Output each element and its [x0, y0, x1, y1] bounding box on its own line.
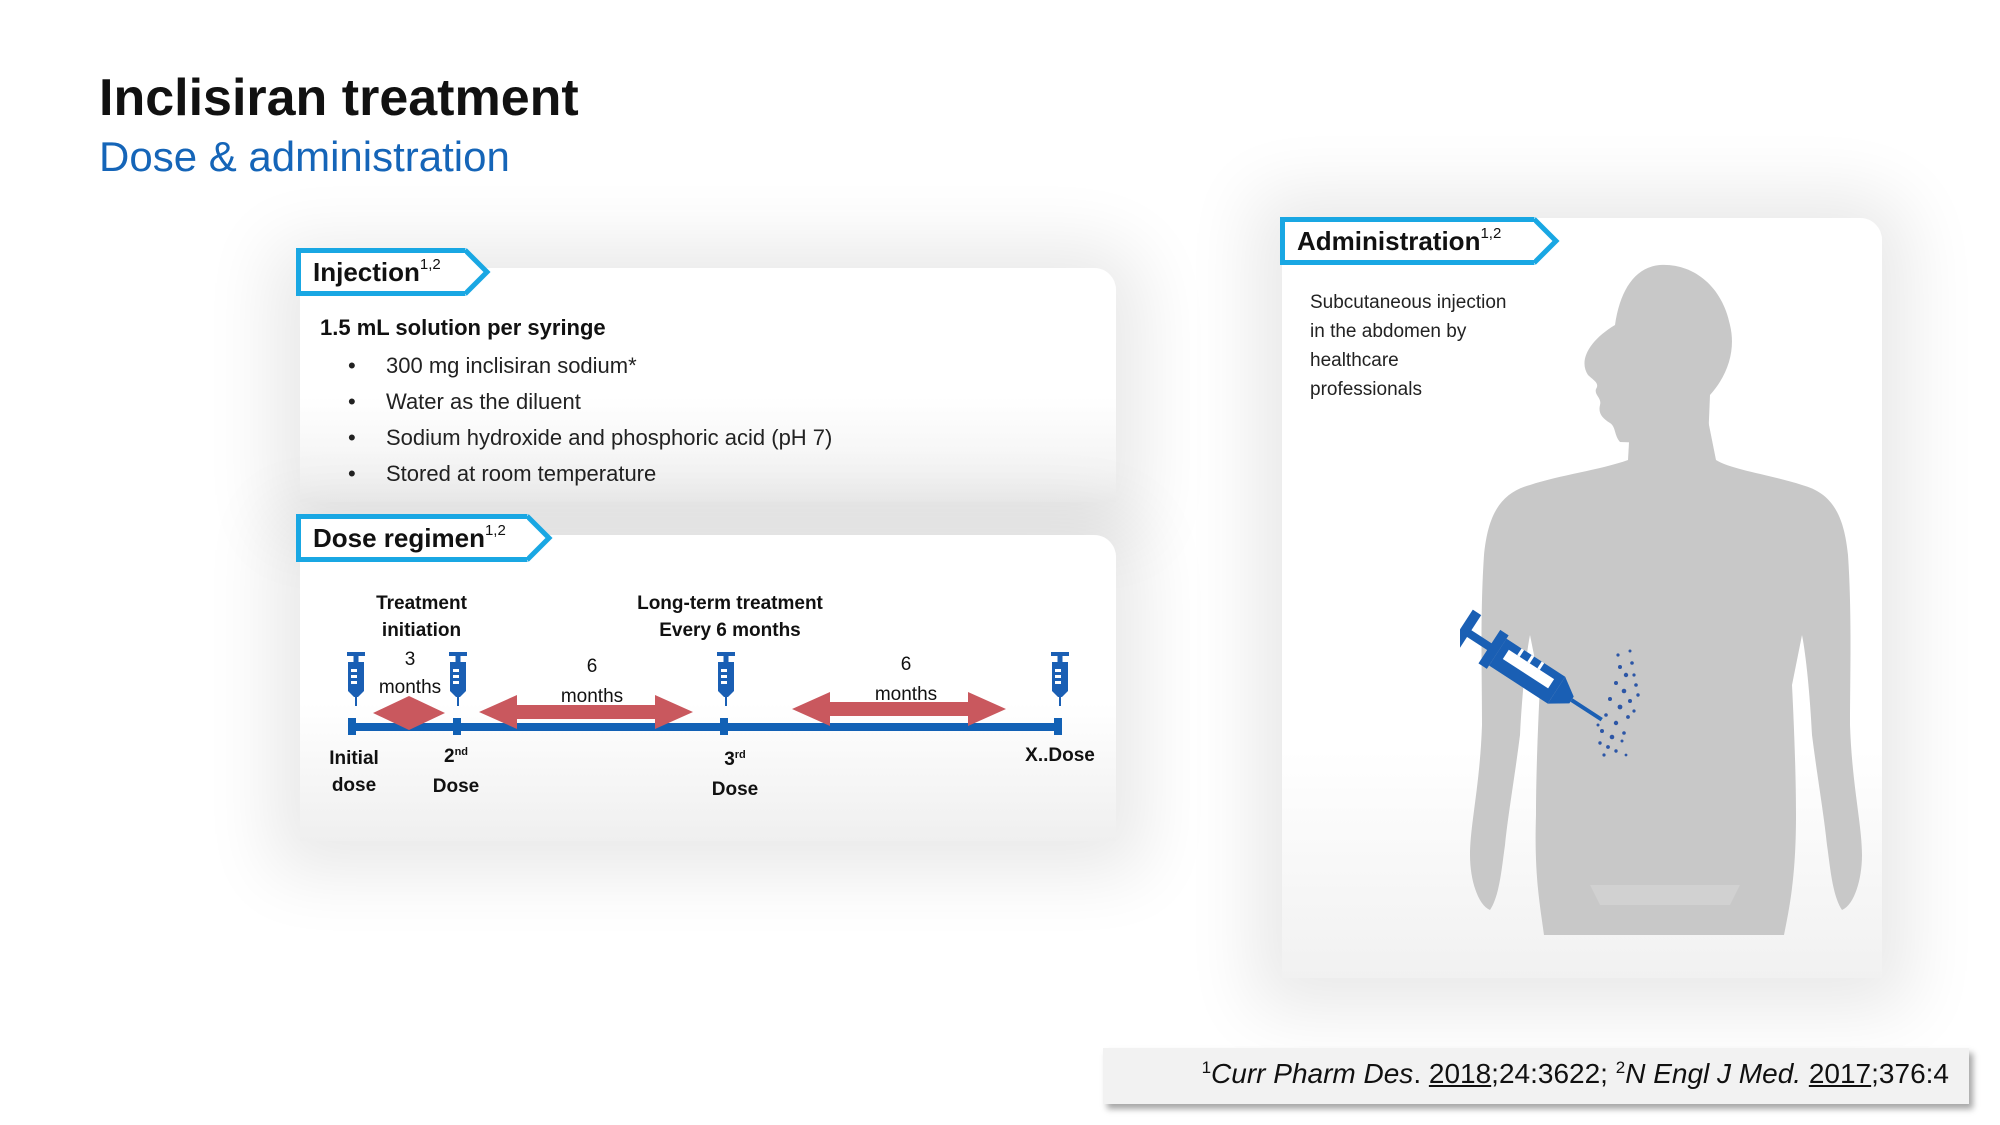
interval-arrow-1: [373, 696, 445, 730]
list-item: • Sodium hydroxide and phosphoric acid (p…: [320, 420, 832, 456]
phase-label-initiation: Treatment initiation: [349, 590, 494, 644]
silhouette-detail: [1590, 885, 1740, 905]
interval-label-1: 3 months: [370, 646, 450, 702]
bullet-text: Water as the diluent: [386, 389, 581, 414]
bullet-icon: •: [348, 389, 356, 414]
ref-separator: [1801, 1058, 1809, 1089]
tag-arrow-icon: [1534, 217, 1560, 265]
ordinal-number: 3: [724, 749, 735, 770]
injection-dots-icon: [1596, 649, 1640, 757]
label-line: 2nd: [416, 743, 496, 773]
label-line: months: [874, 684, 938, 705]
syringe-icon: [347, 652, 365, 706]
dose-regimen-card: [300, 535, 1116, 841]
administration-tag-label: Administration: [1297, 225, 1481, 256]
ref-citation: ;376:4: [1871, 1058, 1949, 1089]
interval-label-3: 6 months: [866, 650, 946, 710]
ref-citation: ;24:3622;: [1491, 1058, 1616, 1089]
injection-tag-label: Injection: [313, 256, 420, 287]
ref-year: 2017: [1808, 1058, 1872, 1089]
label-line: Long-term treatment: [637, 593, 823, 614]
dose-regimen-tag-sup: 1,2: [484, 521, 506, 539]
reference-text: 1Curr Pharm Des. 2018;24:3622; 2N Engl J…: [1202, 1058, 1949, 1090]
bullet-text: Stored at room temperature: [386, 461, 657, 486]
interval-arrow-2: [479, 695, 693, 729]
bullet-text: Sodium hydroxide and phosphoric acid (pH…: [386, 425, 833, 450]
page-title: Inclisiran treatment: [99, 69, 579, 127]
syringe-icon: [717, 652, 735, 706]
injection-bullet-list: • 300 mg inclisiran sodium* • Water as the…: [320, 348, 832, 492]
list-item: • Stored at room temperature: [320, 456, 832, 492]
timeline-tick: [1054, 718, 1062, 735]
interval-arrow-3: [792, 692, 1006, 726]
ordinal-suffix: nd: [454, 746, 469, 758]
timeline-tick: [453, 718, 461, 735]
label-line: Initial: [329, 748, 379, 769]
ref-number: 1: [1201, 1058, 1212, 1077]
dose-label-x: X..Dose: [1025, 745, 1095, 766]
bullet-icon: •: [348, 461, 356, 486]
syringe-icon: [1051, 652, 1069, 706]
ordinal-number: 2: [443, 746, 455, 767]
tag-arrow-icon: [527, 514, 553, 562]
label-line: initiation: [381, 620, 462, 641]
reference-box: 1Curr Pharm Des. 2018;24:3622; 2N Engl J…: [1103, 1048, 1969, 1104]
label-line: months: [560, 686, 624, 707]
timeline-tick: [348, 718, 356, 735]
tag-arrow-icon: [465, 248, 491, 296]
injection-tag-sup: 1,2: [419, 255, 441, 273]
interval-label-2: 6 months: [552, 652, 632, 712]
ref-year: 2018: [1428, 1058, 1492, 1089]
bullet-icon: •: [348, 353, 356, 378]
administration-text: Subcutaneous injection in the abdomen by…: [1310, 292, 1507, 400]
dose-label-initial: Initial dose: [314, 745, 394, 799]
label-line: Treatment: [376, 593, 467, 614]
ref-separator: .: [1413, 1058, 1429, 1089]
bullet-icon: •: [348, 425, 356, 450]
ref-journal: Curr Pharm Des: [1211, 1058, 1414, 1089]
label-line: 6: [586, 656, 598, 677]
administration-tag-sup: 1,2: [1480, 224, 1502, 242]
label-line: dose: [331, 775, 377, 796]
syringe-injection-icon: [1460, 609, 1603, 722]
timeline-tick: [720, 718, 728, 735]
bullet-text: 300 mg inclisiran sodium*: [386, 353, 637, 378]
label-line: Dose: [432, 776, 480, 797]
timeline-bar: [351, 723, 1061, 731]
label-line: 3rd: [695, 746, 775, 776]
label-line: 6: [900, 654, 912, 675]
dose-regimen-tag-label: Dose regimen: [313, 522, 485, 553]
human-silhouette-illustration: [1460, 264, 1862, 935]
page-subtitle: Dose & administration: [99, 133, 510, 180]
ordinal-suffix: rd: [734, 749, 746, 761]
silhouette-icon: [1470, 264, 1862, 935]
label-line: Dose: [711, 779, 759, 800]
syringe-icon: [449, 652, 467, 706]
list-item: • 300 mg inclisiran sodium*: [320, 348, 832, 384]
list-item: • Water as the diluent: [320, 384, 832, 420]
injection-card: [300, 268, 1116, 502]
label-line: 3: [404, 649, 416, 670]
ref-number: 2: [1615, 1058, 1626, 1077]
injection-heading: 1.5 mL solution per syringe: [320, 315, 606, 340]
label-line: Every 6 months: [659, 620, 801, 641]
ref-journal: N Engl J Med.: [1625, 1058, 1802, 1089]
label-line: months: [378, 677, 442, 698]
